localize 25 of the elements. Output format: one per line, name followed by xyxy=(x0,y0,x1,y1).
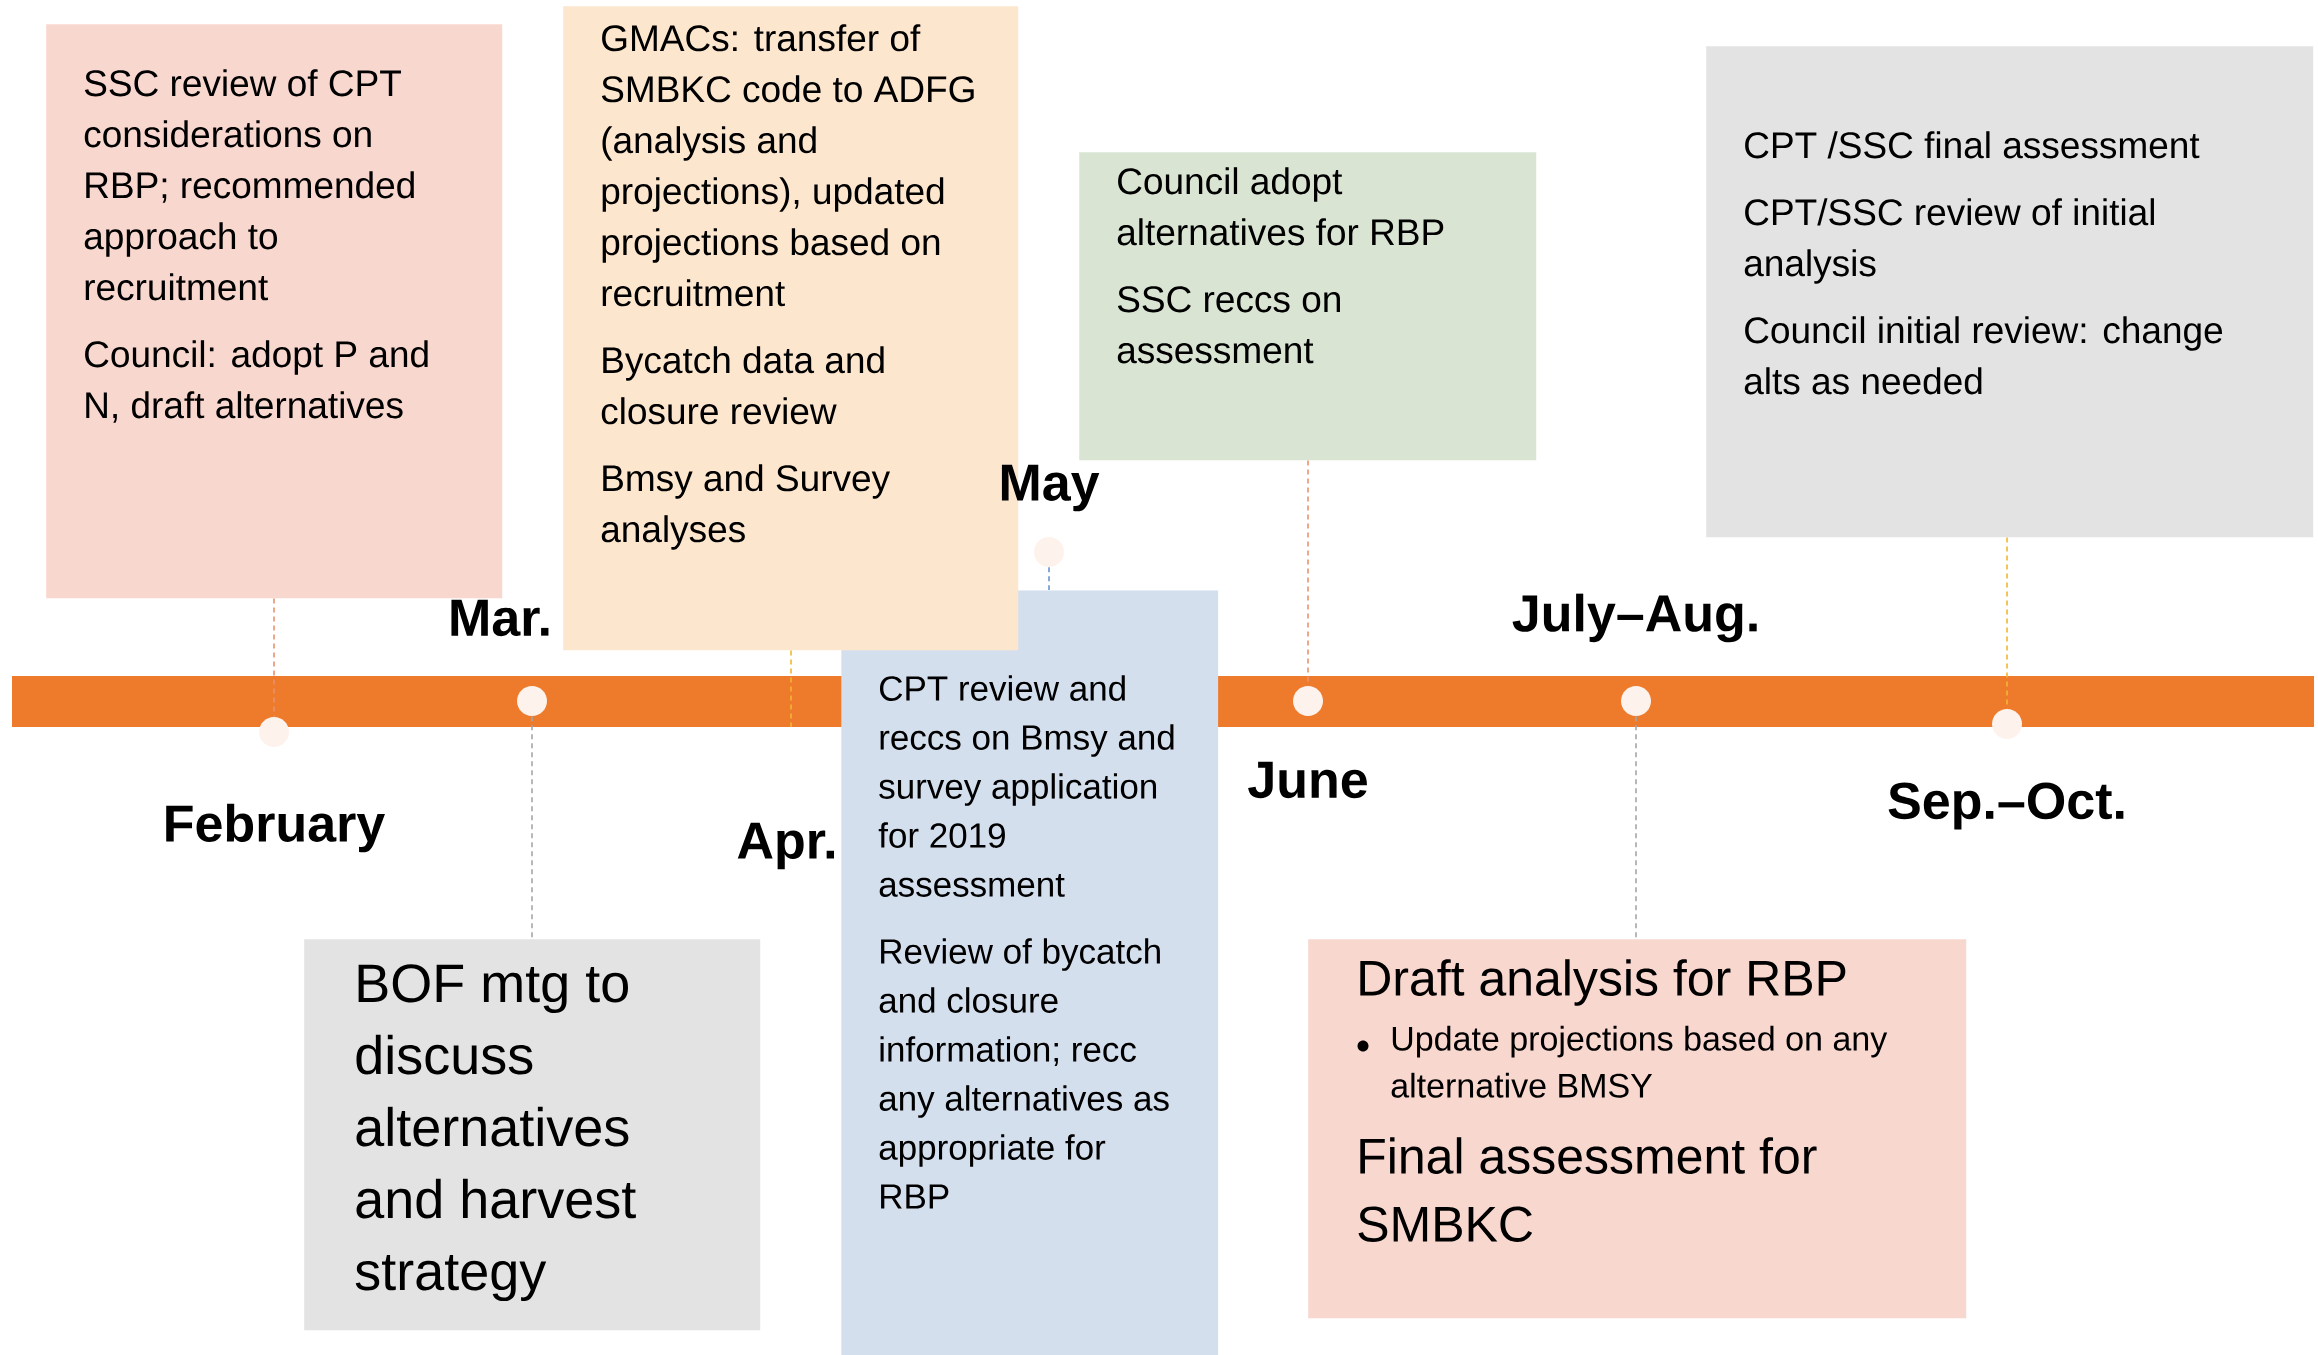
timeline-box: BOF mtg to discuss alternatives and harvest strategy xyxy=(304,939,761,1331)
timeline-dot xyxy=(1293,686,1323,716)
leader-line xyxy=(1048,566,1050,591)
month-label: June xyxy=(1248,761,1367,799)
timeline-box: SSC review of CPT considerations on RBP; recommended approach to recruitment Council: adopt P and N, draft alternatives xyxy=(46,24,503,599)
timeline-dot xyxy=(1034,537,1064,567)
timeline-box: Council adopt alternatives for RBP SSC reccs on assessment xyxy=(1079,152,1537,461)
month-label: Sep.–Oct. xyxy=(1888,782,2124,830)
timeline-box: Draft analysis for RBP Update projections based on any alternative BMSY Final assessment for SMBKC xyxy=(1308,939,1967,1319)
month-label: Apr. xyxy=(737,822,834,870)
leader-line xyxy=(790,649,792,728)
leader-line xyxy=(2006,536,2008,710)
timeline-box: CPT review and reccs on Bmsy and survey application for 2019 assessment Review of bycatch and closure information; recc any alternatives as appropriate for RBP xyxy=(841,590,1219,1355)
month-label: Mar. xyxy=(451,599,549,637)
leader-line xyxy=(273,597,275,718)
timeline-box: CPT /SSC final assessment CPT/SSC review of initial analysis Council initial review: change alts as needed xyxy=(1706,46,2314,538)
leader-line xyxy=(1307,459,1309,687)
month-label: July–Aug. xyxy=(1512,593,1757,643)
month-label: February xyxy=(166,803,385,853)
timeline-dot xyxy=(1621,686,1651,716)
timeline-dot xyxy=(1992,709,2023,739)
timeline-dot xyxy=(259,717,289,747)
leader-line xyxy=(1635,715,1637,940)
leader-line xyxy=(531,715,533,940)
timeline-dot xyxy=(517,686,547,716)
